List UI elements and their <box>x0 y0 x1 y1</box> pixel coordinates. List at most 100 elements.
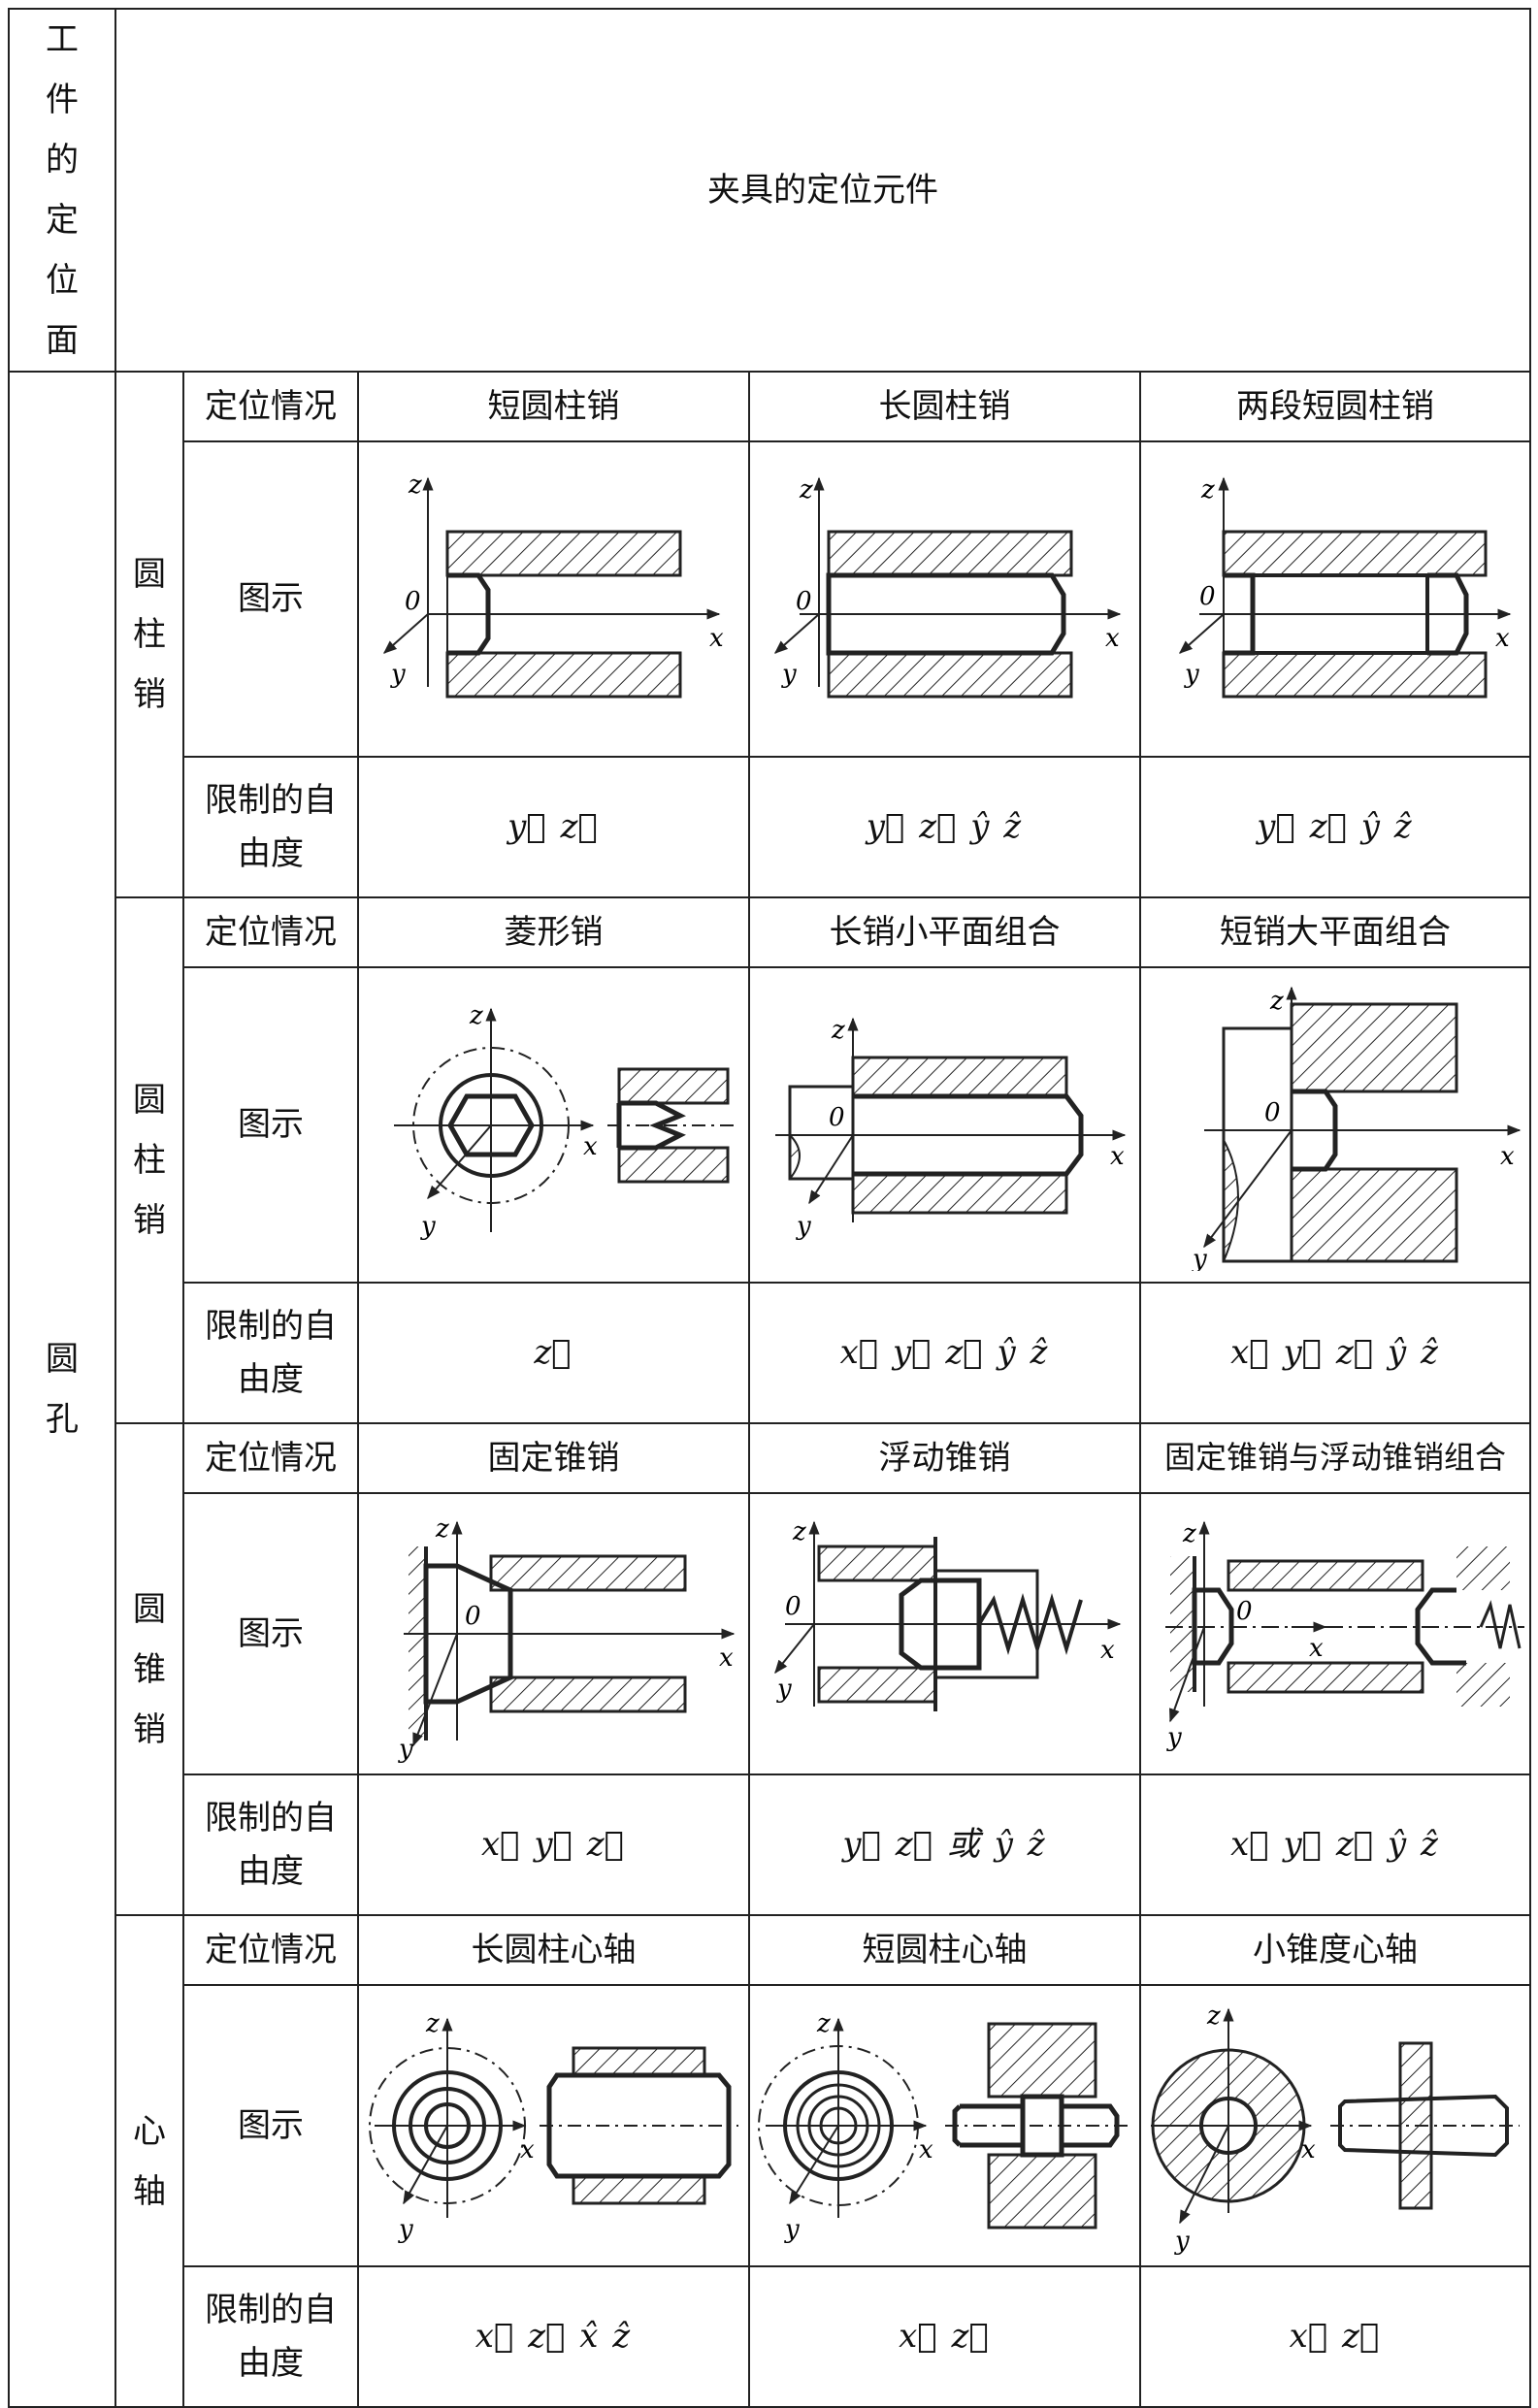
figure-long-cylindrical-pin: z x y 0 <box>748 440 1141 758</box>
dof-value: x⃗ y⃗ z⃗ ŷ ẑ <box>1139 1282 1531 1424</box>
situation-label: 定位情况 <box>182 371 359 442</box>
group-label: 圆柱销 <box>115 896 184 1424</box>
item-title: 短圆柱销 <box>357 371 750 442</box>
svg-text:y: y <box>781 660 797 689</box>
svg-text:z: z <box>799 475 813 504</box>
dof-label: 限制的自由度 <box>182 1773 359 1916</box>
svg-text:x: x <box>583 1132 598 1161</box>
svg-text:y: y <box>1192 1245 1207 1271</box>
figure-label: 图示 <box>182 1492 359 1775</box>
axis-z: z <box>408 471 422 500</box>
svg-text:x: x <box>919 2135 933 2164</box>
figure-short-pin-large-face: z x y 0 <box>1139 966 1531 1284</box>
figure-long-pin-small-face: z x y 0 <box>748 966 1141 1284</box>
figure-label: 图示 <box>182 966 359 1284</box>
figure-label: 图示 <box>182 440 359 758</box>
item-title: 长圆柱销 <box>748 371 1141 442</box>
figure-two-short-pins: z x y 0 <box>1139 440 1531 758</box>
dof-value: x⃗ z⃗ <box>1139 2265 1531 2408</box>
item-title: 菱形销 <box>357 896 750 968</box>
dof-label: 限制的自由度 <box>182 756 359 898</box>
figure-floating-cone-pin: z x y 0 <box>748 1492 1141 1775</box>
svg-text:z: z <box>469 1001 483 1030</box>
dof-value: x⃗ z⃗ <box>748 2265 1141 2408</box>
svg-text:z: z <box>1200 475 1215 504</box>
svg-text:z: z <box>1269 987 1284 1016</box>
group-label: 圆锥销 <box>115 1422 184 1916</box>
dof-value: x⃗ z⃗ x̂ ẑ <box>357 2265 750 2408</box>
svg-text:z: z <box>425 2009 440 2038</box>
dof-label: 限制的自由度 <box>182 2265 359 2408</box>
figure-long-cylindrical-mandrel: z x y <box>357 1984 750 2267</box>
surface-label: 圆孔 <box>8 371 116 2408</box>
svg-text:x: x <box>1110 1142 1125 1171</box>
svg-text:0: 0 <box>1199 582 1216 611</box>
item-title: 固定锥销 <box>357 1422 750 1494</box>
item-title: 两段短圆柱销 <box>1139 371 1531 442</box>
figure-small-taper-mandrel: z x y <box>1139 1984 1531 2267</box>
group-label: 圆柱销 <box>115 371 184 898</box>
svg-text:y: y <box>784 2215 800 2244</box>
svg-text:y: y <box>1166 1723 1182 1752</box>
figure-fixed-cone-pin: z x y 0 <box>357 1492 750 1775</box>
svg-text:z: z <box>1206 2001 1221 2031</box>
svg-text:y: y <box>1174 2227 1190 2256</box>
svg-text:0: 0 <box>829 1103 845 1132</box>
svg-text:z: z <box>435 1514 449 1544</box>
item-title: 小锥度心轴 <box>1139 1914 1531 1986</box>
header-fixture-elements: 夹具的定位元件 <box>115 8 1531 373</box>
svg-text:z: z <box>1182 1519 1196 1548</box>
item-title: 浮动锥销 <box>748 1422 1141 1494</box>
item-title: 短圆柱心轴 <box>748 1914 1141 1986</box>
dof-value: x⃗ y⃗ z⃗ ŷ ẑ <box>748 1282 1141 1424</box>
header-workpiece-surface: 工件的定位面 <box>8 8 116 373</box>
figure-short-cylindrical-pin: z x y 0 <box>357 440 750 758</box>
svg-text:0: 0 <box>796 587 812 616</box>
figure-short-cylindrical-mandrel: z x y <box>748 1984 1141 2267</box>
dof-value: x⃗ y⃗ z⃗ ŷ ẑ <box>1139 1773 1531 1916</box>
item-title: 固定锥销与浮动锥销组合 <box>1139 1422 1531 1494</box>
svg-text:z: z <box>792 1517 806 1546</box>
situation-label: 定位情况 <box>182 1914 359 1986</box>
figure-label: 图示 <box>182 1984 359 2267</box>
svg-text:0: 0 <box>785 1592 802 1621</box>
svg-text:y: y <box>390 660 406 689</box>
svg-text:x: x <box>1495 624 1510 653</box>
svg-text:0: 0 <box>1264 1098 1281 1127</box>
svg-text:x: x <box>709 624 724 653</box>
locating-elements-table: 工件的定位面 夹具的定位元件 圆孔 圆柱销 定位情况 短圆柱销 长圆柱销 两段短… <box>8 8 1531 2408</box>
figure-fixed-floating-cone-combo: z x y 0 <box>1139 1492 1531 1775</box>
svg-text:0: 0 <box>1236 1597 1253 1626</box>
item-title: 长销小平面组合 <box>748 896 1141 968</box>
dof-value: z⃗ <box>357 1282 750 1424</box>
svg-text:y: y <box>776 1675 792 1704</box>
svg-text:y: y <box>796 1212 811 1241</box>
svg-text:0: 0 <box>405 587 421 616</box>
item-title: 短销大平面组合 <box>1139 896 1531 968</box>
svg-text:x: x <box>719 1643 734 1673</box>
svg-text:y: y <box>1184 660 1199 689</box>
dof-value: y⃗ z⃗ <box>357 756 750 898</box>
svg-text:x: x <box>1309 1634 1324 1663</box>
situation-label: 定位情况 <box>182 896 359 968</box>
dof-value: y⃗ z⃗ ŷ ẑ <box>1139 756 1531 898</box>
item-title: 长圆柱心轴 <box>357 1914 750 1986</box>
svg-text:x: x <box>1100 1636 1115 1665</box>
figure-diamond-pin: z x y <box>357 966 750 1284</box>
svg-text:x: x <box>1500 1142 1515 1171</box>
dof-value: y⃗ z⃗ ŷ ẑ <box>748 756 1141 898</box>
svg-text:0: 0 <box>465 1602 481 1631</box>
svg-text:x: x <box>1105 624 1120 653</box>
svg-text:y: y <box>420 1212 436 1241</box>
svg-text:y: y <box>398 2215 413 2244</box>
situation-label: 定位情况 <box>182 1422 359 1494</box>
dof-label: 限制的自由度 <box>182 1282 359 1424</box>
svg-text:x: x <box>1301 2135 1316 2164</box>
dof-value: x⃗ y⃗ z⃗ <box>357 1773 750 1916</box>
dof-value: y⃗ z⃗ 或 ŷ ẑ <box>748 1773 1141 1916</box>
svg-text:x: x <box>520 2135 535 2164</box>
svg-text:z: z <box>831 1016 845 1045</box>
svg-text:y: y <box>398 1735 413 1764</box>
group-label: 心轴 <box>115 1914 184 2408</box>
svg-text:z: z <box>816 2009 831 2038</box>
